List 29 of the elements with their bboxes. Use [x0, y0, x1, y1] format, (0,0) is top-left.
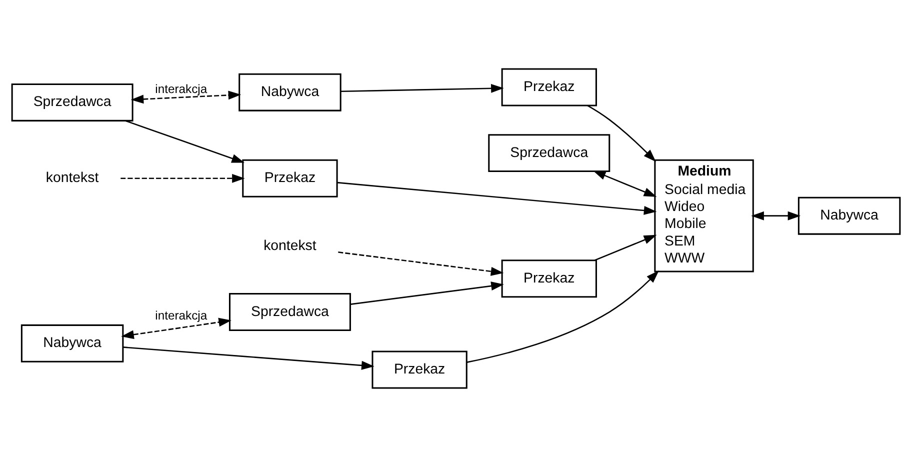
- arrow: [751, 210, 801, 220]
- arrow: [466, 270, 659, 362]
- arrow: [340, 83, 504, 92]
- arrow: [338, 251, 504, 276]
- node-box: Nabywca: [20, 324, 124, 362]
- node-box: Nabywca: [798, 196, 901, 234]
- arrow: [350, 281, 504, 304]
- node-box: Przekaz: [372, 350, 468, 388]
- node-box: Sprzedawca: [11, 82, 134, 121]
- arrow: [587, 104, 656, 162]
- node-box: Nabywca: [238, 72, 342, 111]
- arrow: [130, 90, 242, 104]
- edge-label: interakcja: [155, 308, 208, 322]
- arrow: [120, 173, 245, 182]
- edge-label: interakcja: [155, 81, 208, 96]
- arrow: [125, 120, 244, 162]
- node-text: kontekst: [264, 237, 316, 254]
- node-box: Przekaz: [501, 259, 597, 298]
- arrow: [592, 170, 657, 196]
- arrow: [594, 234, 657, 260]
- node-box: Przekaz: [501, 68, 597, 106]
- arrow: [123, 346, 374, 370]
- node-box: Sprzedawca: [488, 134, 610, 172]
- node-box: Przekaz: [242, 158, 338, 197]
- arrow: [121, 317, 232, 339]
- arrow: [336, 181, 657, 214]
- node-text: kontekst: [46, 170, 99, 186]
- node-box: Medium Social media Wideo Mobile SEM WWW: [654, 158, 754, 272]
- node-box: Sprzedawca: [228, 292, 351, 330]
